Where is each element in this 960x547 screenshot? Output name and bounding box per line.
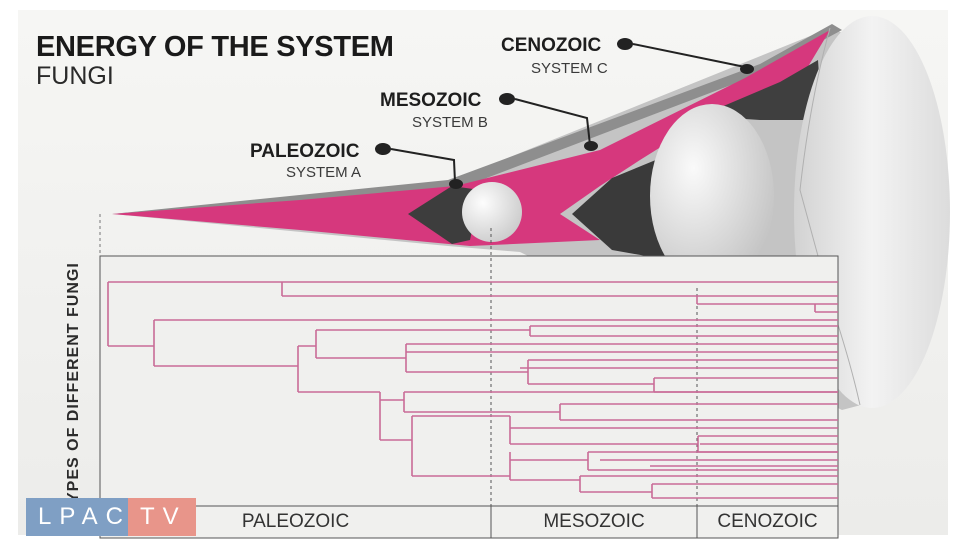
x-axis-cenozoic: CENOZOIC [697,511,838,533]
system-c-label: SYSTEM C [531,60,608,77]
mesozoic-label: MESOZOIC [380,90,481,112]
system-a-sphere [462,182,522,242]
paleozoic-label: PALEOZOIC [250,141,359,163]
y-axis-title: TYPES OF DIFFERENT FUNGI [65,238,83,538]
lpac-tv-logo: LPAC TV [26,498,196,536]
tree-frame [100,214,838,538]
x-axis-mesozoic: MESOZOIC [491,511,697,533]
system-a-label: SYSTEM A [286,164,361,181]
cenozoic-label: CENOZOIC [501,35,601,57]
system-b-label: SYSTEM B [412,114,488,131]
diagram-title: ENERGY OF THE SYSTEM [36,31,394,64]
diagram-subtitle: FUNGI [36,62,114,91]
logo-tv: TV [128,498,196,536]
logo-lpac: LPAC [26,498,128,536]
